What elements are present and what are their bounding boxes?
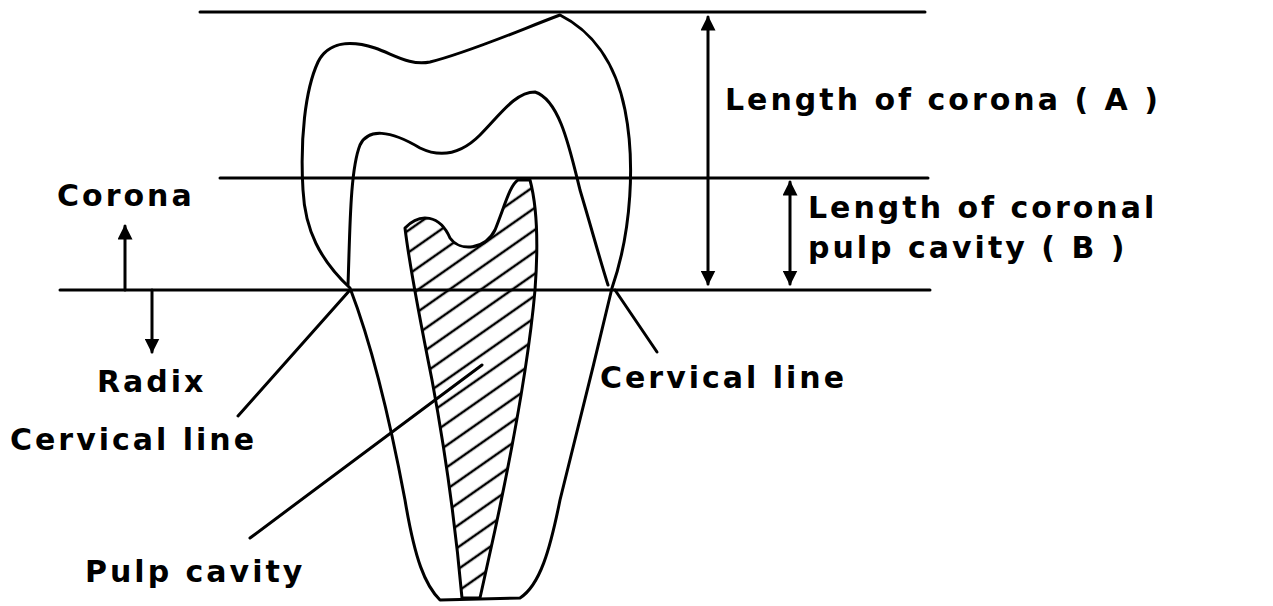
reference-line — [200, 11, 925, 14]
dentin-line — [348, 92, 608, 285]
dimension-arrow — [707, 17, 710, 284]
direction-arrow — [151, 290, 154, 352]
part-label: Pulp cavity — [85, 552, 305, 592]
leader-line — [615, 290, 657, 352]
part-label: Corona — [57, 176, 195, 216]
direction-arrow — [124, 226, 127, 290]
reference-line — [220, 177, 928, 180]
leader-line — [250, 365, 482, 538]
part-label: Length of corona ( A ) — [725, 80, 1161, 120]
part-label: Cervical line — [10, 420, 257, 460]
part-label: Length of coronal pulp cavity ( B ) — [808, 188, 1248, 268]
leader-line — [238, 290, 350, 416]
dimension-arrow — [789, 182, 792, 284]
pulp-cavity — [405, 180, 537, 598]
part-label: Radix — [97, 362, 206, 402]
part-label: Cervical line — [600, 358, 847, 398]
tooth-outline — [302, 15, 630, 600]
